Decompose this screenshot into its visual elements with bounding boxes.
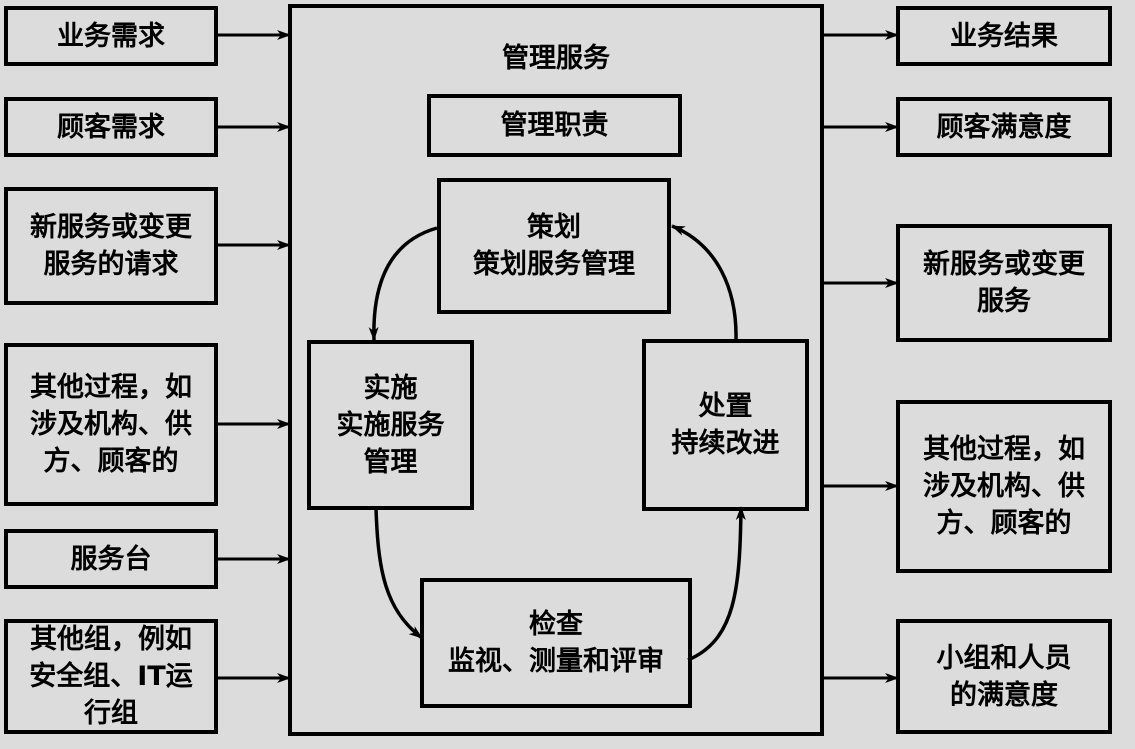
box-text: 顾客满意度: [936, 111, 1072, 143]
box-text: 方、顾客的: [936, 508, 1072, 539]
output-other-processes: 其他过程，如涉及机构、供方、顾客的: [896, 400, 1112, 573]
box-text: 方、顾客的: [43, 446, 179, 477]
box-text: 检查: [529, 609, 583, 640]
check-to-act-arrow: [687, 506, 746, 662]
box-text: 行组: [84, 698, 138, 729]
management-responsibility-box: 管理职责: [427, 94, 682, 157]
box-text: 管理: [363, 446, 418, 478]
input-new-or-changed-service-request: 新服务或变更服务的请求: [4, 187, 218, 305]
input-other-groups: 其他组，例如安全组、IT运行组: [4, 619, 218, 734]
box-text: 安全组、IT运: [29, 661, 193, 692]
input-other-processes: 其他过程，如涉及机构、供方、顾客的: [4, 343, 218, 506]
box-text: 新服务或变更: [30, 212, 192, 243]
box-text: 其他过程，如: [30, 372, 192, 403]
box-text: 其他过程，如: [923, 434, 1085, 465]
box-text: 管理职责: [500, 110, 609, 141]
box-text: 持续改进: [671, 428, 780, 459]
box-text: 监视、测量和评审: [448, 646, 664, 677]
output-business-results: 业务结果: [896, 6, 1112, 66]
output-team-staff-satisfaction: 小组和人员的满意度: [896, 619, 1112, 734]
box-text: 的满意度: [950, 679, 1058, 711]
plan-box: 策划策划服务管理: [437, 178, 671, 314]
box-text: 策划服务管理: [473, 249, 635, 280]
check-box: 检查监视、测量和评审: [420, 578, 692, 708]
management-service-frame: [288, 4, 824, 736]
box-text: 处置: [698, 391, 753, 422]
box-text: 业务需求: [57, 20, 165, 52]
box-text: 顾客需求: [57, 111, 165, 143]
box-text: 实施服务: [336, 409, 445, 441]
output-new-or-changed-service: 新服务或变更服务: [896, 224, 1112, 342]
box-text: 其他组，例如: [30, 624, 192, 655]
box-text: 服务: [977, 286, 1031, 317]
box-text: 策划: [527, 212, 581, 243]
box-text: 服务的请求: [43, 249, 179, 280]
do-box: 实施实施服务管理: [307, 340, 474, 510]
input-business-requirements: 业务需求: [4, 6, 218, 66]
act-to-plan-arrow: [671, 224, 738, 341]
management-service-title: 管理服务: [502, 43, 610, 74]
input-service-desk: 服务台: [4, 529, 218, 589]
plan-to-do-arrow: [368, 226, 438, 341]
do-to-check-arrow: [374, 507, 424, 640]
input-customer-requirements: 顾客需求: [4, 97, 218, 157]
box-text: 业务结果: [950, 20, 1058, 52]
box-text: 涉及机构、供: [923, 471, 1085, 502]
box-text: 实施: [363, 372, 418, 404]
act-box: 处置持续改进: [642, 339, 809, 511]
box-text: 服务台: [70, 543, 152, 575]
output-customer-satisfaction: 顾客满意度: [896, 97, 1112, 157]
box-text: 小组和人员: [936, 642, 1072, 674]
box-text: 新服务或变更: [923, 249, 1085, 280]
box-text: 涉及机构、供: [30, 409, 192, 440]
